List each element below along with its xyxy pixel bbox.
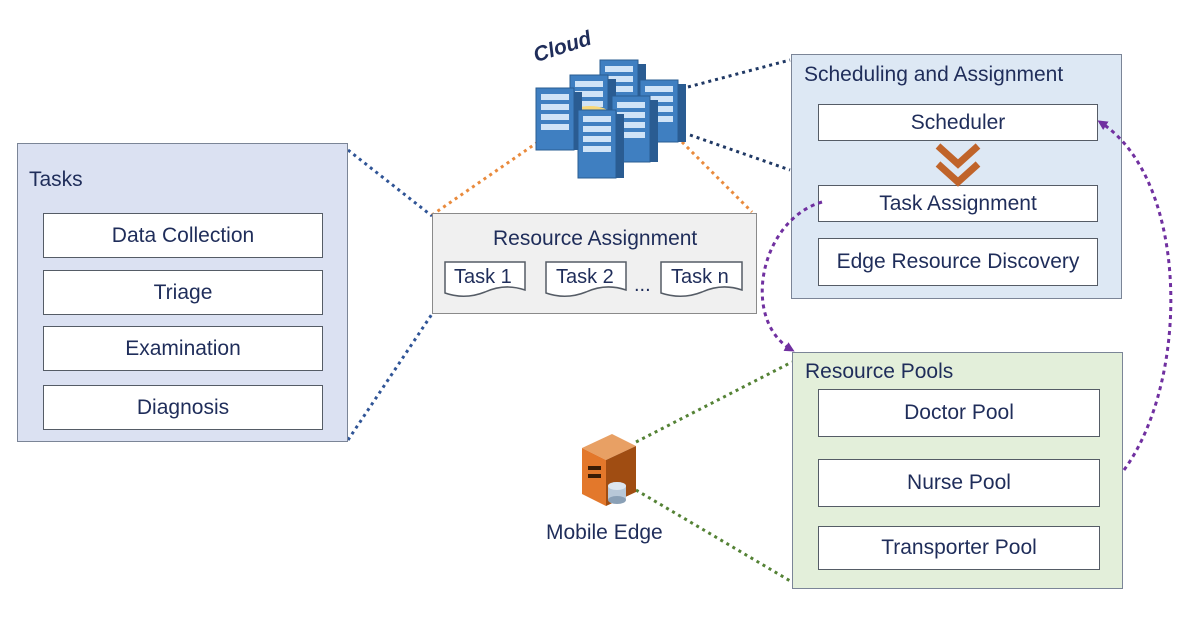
- ellipsis-label: ...: [634, 274, 651, 296]
- edge-top-link: [635, 360, 793, 444]
- mobile-edge-label: Mobile Edge: [546, 521, 663, 544]
- resource-pools-panel: Resource Pools Doctor Pool Nurse Pool Tr…: [792, 352, 1123, 589]
- resource-assignment-title: Resource Assignment: [493, 227, 698, 250]
- tasks-title: Tasks: [29, 168, 83, 191]
- resource-pools-title: Resource Pools: [805, 360, 954, 383]
- nurse-pool-box: Nurse Pool: [818, 459, 1100, 507]
- tasks-bottom-link: [346, 313, 434, 441]
- doctor-pool-box: Doctor Pool: [818, 389, 1100, 437]
- transporter-pool-box: Transporter Pool: [818, 526, 1100, 570]
- task-diagnosis: Diagnosis: [43, 385, 323, 430]
- scheduling-panel: Scheduling and Assignment Scheduler Task…: [791, 54, 1122, 299]
- scheduling-title: Scheduling and Assignment: [804, 63, 1064, 86]
- tasks-top-link: [347, 148, 433, 218]
- cloud-right-link: [680, 140, 754, 214]
- cloud-scheduling-bottom-link: [689, 133, 791, 172]
- task-triage: Triage: [43, 270, 323, 315]
- task-assignment-box: Task Assignment: [818, 185, 1098, 222]
- edge-resource-discovery-box: Edge Resource Discovery: [818, 238, 1098, 286]
- cloud-left-link: [431, 140, 539, 217]
- task-data-collection: Data Collection: [43, 213, 323, 258]
- edge-bottom-link: [635, 488, 793, 584]
- task-n-label: Task n: [671, 266, 729, 288]
- scheduler-box: Scheduler: [818, 104, 1098, 141]
- task-examination: Examination: [43, 326, 323, 371]
- task-1-label: Task 1: [454, 266, 512, 288]
- cloud-scheduling-top-link: [687, 58, 791, 89]
- resource-assignment-panel: Resource Assignment: [432, 213, 757, 314]
- tasks-panel: Tasks Data Collection Triage Examination…: [17, 143, 348, 442]
- task-2-label: Task 2: [556, 266, 614, 288]
